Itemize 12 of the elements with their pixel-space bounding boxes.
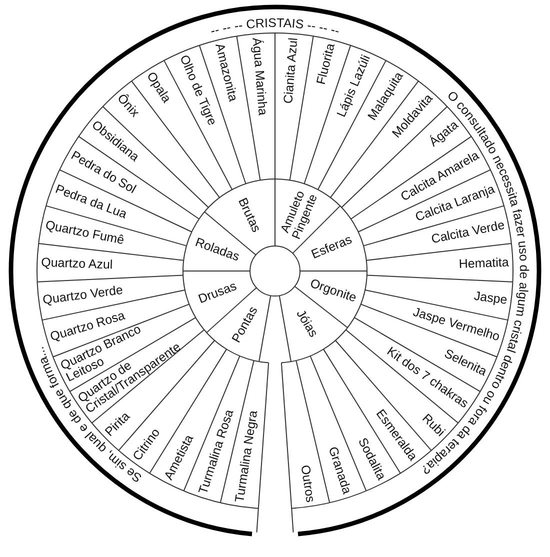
ring-heading: -- -- -- CRISTAIS -- -- --	[209, 16, 341, 38]
category-sector-label: Brutas	[235, 196, 263, 234]
crystal-sector-label: Fluorita	[314, 42, 338, 86]
category-sector-label: Drusas	[196, 280, 238, 306]
crystal-sector-label: Turmalina Negra	[233, 410, 260, 504]
crystal-sector-label: Quartzo Azul	[40, 256, 113, 272]
crystal-sector-label: Granada	[326, 445, 354, 496]
crystal-sector-label: Água Marinha	[250, 37, 269, 116]
crystal-sector-label: Quartzo Fumê	[44, 218, 126, 248]
crystal-sector-label: Cianita Azul	[282, 37, 300, 104]
crystal-sector-label: Quartzo Verde	[42, 284, 124, 308]
crystal-sector-label: Outros	[298, 464, 317, 504]
